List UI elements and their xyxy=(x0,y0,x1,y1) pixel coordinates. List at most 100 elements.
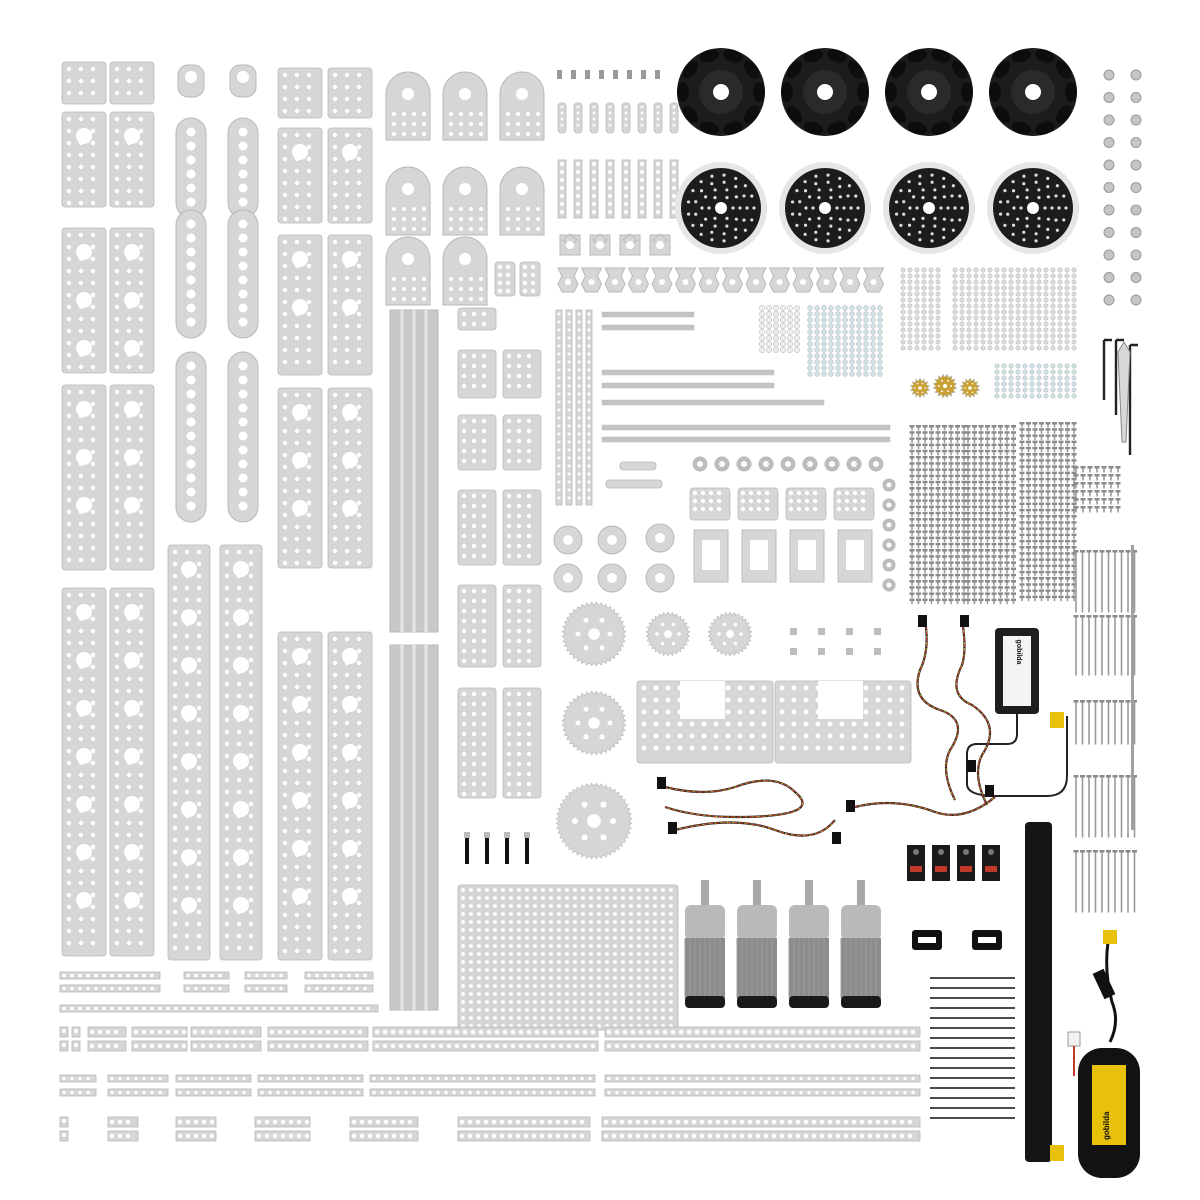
socket-screw xyxy=(942,499,947,502)
nut xyxy=(980,327,986,333)
nylon-spacer xyxy=(828,323,834,329)
socket-screw xyxy=(1087,466,1093,469)
nylon-spacer xyxy=(828,305,834,311)
nylon-washer xyxy=(1022,393,1028,399)
bearings xyxy=(692,456,896,592)
nut xyxy=(1022,297,1028,303)
socket-screw xyxy=(1071,589,1077,592)
nylon-washer xyxy=(1015,387,1021,393)
nut xyxy=(928,345,934,351)
socket-screw xyxy=(1039,595,1044,599)
nut xyxy=(1008,279,1014,285)
servo-bracket xyxy=(789,529,825,583)
nut xyxy=(987,273,993,279)
socket-screw xyxy=(916,549,921,552)
collar xyxy=(1103,272,1115,283)
socket-screw xyxy=(978,598,984,602)
nut xyxy=(994,321,1000,327)
socket-screw xyxy=(1052,508,1057,512)
nylon-spacer xyxy=(828,317,834,323)
nylon-spacer xyxy=(814,323,820,329)
channel-strip xyxy=(107,1130,139,1142)
nut xyxy=(928,303,934,309)
nut xyxy=(1036,345,1042,351)
socket-screw xyxy=(961,586,967,589)
socket-screw xyxy=(1039,434,1044,437)
socket-screw xyxy=(948,437,954,440)
nylon-spacer xyxy=(828,359,834,365)
socket-screw xyxy=(1052,533,1057,537)
nylon-spacer xyxy=(863,329,869,335)
washer xyxy=(794,305,800,311)
flat-strip xyxy=(59,1074,97,1083)
nylon-spacer xyxy=(807,347,813,353)
socket-screw xyxy=(1052,583,1057,586)
socket-screw xyxy=(1004,580,1010,583)
servo-connector xyxy=(985,785,994,797)
socket-screw xyxy=(978,493,984,496)
nut xyxy=(1071,285,1077,291)
nylon-spacer xyxy=(877,347,883,353)
long-bolt xyxy=(1132,850,1137,853)
long-bolt xyxy=(1119,550,1124,553)
socket-screw xyxy=(998,555,1003,558)
socket-screw xyxy=(961,561,967,564)
socket-screw xyxy=(929,592,934,595)
collar xyxy=(1103,227,1115,238)
servo-wire xyxy=(664,779,804,819)
socket-screw xyxy=(1011,524,1016,527)
socket-screw xyxy=(1011,592,1016,595)
socket-screw xyxy=(1065,558,1070,561)
socket-screw xyxy=(1065,527,1070,530)
nylon-spacer xyxy=(877,365,883,371)
socket-screw xyxy=(1073,506,1079,509)
nylon-washer xyxy=(1050,393,1056,399)
socket-screw xyxy=(1019,521,1025,524)
nut xyxy=(1008,333,1014,339)
nut xyxy=(1071,321,1077,327)
nylon-washer xyxy=(1008,381,1014,387)
washer xyxy=(794,341,800,347)
motor-encoder xyxy=(789,996,829,1008)
socket-screw xyxy=(998,598,1003,602)
nut xyxy=(928,339,934,345)
socket-screw xyxy=(998,468,1003,471)
socket-screw xyxy=(961,598,967,602)
nylon-spacer xyxy=(849,329,855,335)
socket-screw xyxy=(1087,490,1093,493)
socket-screw xyxy=(972,561,977,564)
socket-screw xyxy=(1065,539,1070,543)
socket-screw xyxy=(972,536,977,540)
round-shaft xyxy=(601,436,891,443)
nut xyxy=(980,321,986,327)
socket-screw xyxy=(1071,558,1077,561)
socket-screw xyxy=(922,425,928,428)
socket-screw xyxy=(1032,546,1038,549)
socket-screw xyxy=(1011,449,1016,453)
nut xyxy=(952,291,958,297)
nylon-washer xyxy=(1057,363,1063,369)
nut xyxy=(846,628,853,635)
socket-screw xyxy=(916,456,921,459)
socket-screw xyxy=(1026,527,1031,530)
socket-screw xyxy=(916,530,921,533)
socket-screw xyxy=(909,487,915,490)
nut xyxy=(1022,267,1028,273)
socket-screw xyxy=(1039,502,1044,506)
socket-screw xyxy=(948,536,954,540)
socket-screw xyxy=(916,437,921,440)
long-bolt xyxy=(1073,615,1079,618)
collar xyxy=(1103,249,1115,261)
socket-screw xyxy=(1032,577,1038,580)
nylon-washer xyxy=(1008,375,1014,381)
nylon-spacer xyxy=(870,353,876,359)
socket-screw xyxy=(1065,521,1070,524)
socket-screw xyxy=(942,573,947,577)
socket-screw xyxy=(948,598,954,602)
socket-screw xyxy=(948,443,954,447)
nut xyxy=(1036,303,1042,309)
servo-connector xyxy=(657,777,666,789)
nut xyxy=(1029,273,1035,279)
hub-brand-label: gobilda xyxy=(1015,640,1022,665)
nylon-spacer xyxy=(863,371,869,377)
